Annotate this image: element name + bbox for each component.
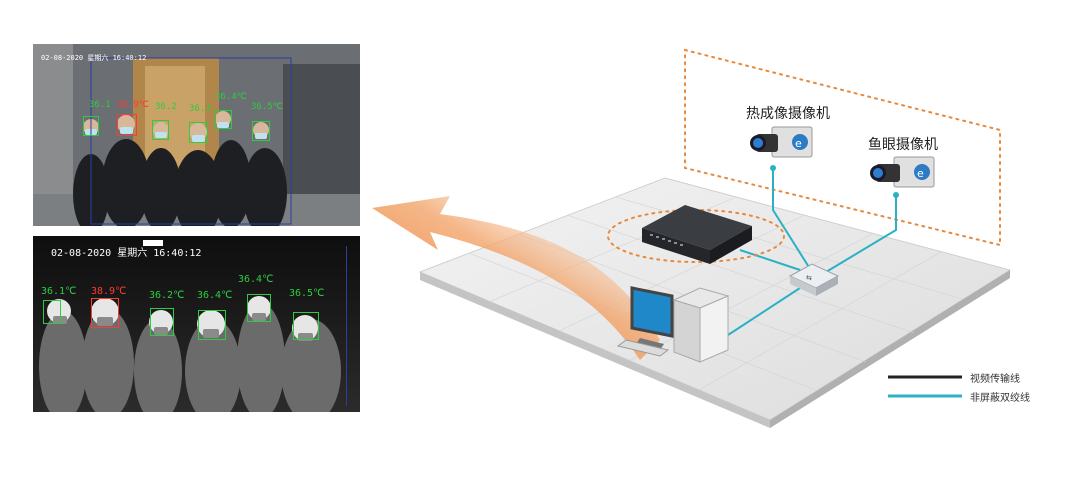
face-detection-box	[252, 121, 270, 141]
face-detection-box-alert	[117, 114, 137, 136]
timestamp-overlay: 02-08-2020 星期六 16:40:12	[51, 248, 202, 259]
temperature-reading: 36.4℃	[238, 274, 274, 285]
cable-pc	[727, 287, 801, 336]
face-detection-box	[189, 122, 208, 143]
fisheye-camera: e	[870, 156, 935, 188]
timestamp-overlay: 02-08-2020 星期六 16:40:12	[41, 54, 147, 62]
face-detection-box	[293, 312, 319, 340]
thermal-camera-label: 热成像摄像机	[746, 106, 830, 122]
visible-light-camera-view: 02-08-2020 星期六 16:40:12 36.1 38.9℃ 36.2 …	[33, 44, 360, 226]
svg-text:e: e	[917, 167, 924, 180]
thermal-camera-view: 02-08-2020 星期六 16:40:12 36.1℃ 38.9℃ 36.2…	[33, 236, 360, 412]
face-detection-box	[247, 294, 271, 322]
temperature-reading: 36.2℃	[149, 290, 185, 301]
thermal-camera: e	[750, 126, 813, 158]
visible-scene-illustration	[33, 44, 360, 226]
camera-zone-outline	[684, 48, 1001, 247]
temperature-reading: 36.5℃	[251, 102, 283, 112]
face-detection-box	[150, 308, 174, 336]
thermal-scene-illustration	[33, 236, 360, 412]
legend-label-twisted-pair: 非屏蔽双绞线	[970, 393, 1030, 404]
face-detection-box	[215, 110, 232, 129]
nvr-recorder	[642, 205, 752, 264]
cable-thermal	[772, 168, 813, 273]
temperature-reading: 36.2	[155, 102, 177, 112]
face-detection-box	[198, 310, 226, 340]
face-detection-box	[152, 120, 169, 140]
face-detection-box	[43, 300, 61, 324]
temperature-reading-alert: 38.9℃	[117, 100, 149, 110]
temperature-reading: 36.1	[89, 100, 111, 110]
svg-text:⇆: ⇆	[806, 274, 812, 282]
temperature-reading: 36.4℃	[197, 290, 233, 301]
temperature-reading: 36.5℃	[289, 288, 325, 299]
network-switch: ⇆	[788, 263, 840, 296]
face-detection-box	[83, 116, 99, 136]
legend-label-video-cable: 视频传输线	[970, 374, 1020, 385]
fisheye-camera-label: 鱼眼摄像机	[868, 137, 938, 153]
temperature-reading: 36.1℃	[41, 286, 77, 297]
cable-fisheye	[825, 195, 897, 273]
face-detection-box-alert	[91, 298, 119, 328]
temperature-reading-alert: 38.9℃	[91, 286, 127, 297]
temperature-reading: 36.4℃	[215, 92, 247, 102]
temperature-reading: 36.4	[189, 104, 211, 114]
svg-text:e: e	[795, 137, 802, 150]
cable-nvr	[739, 249, 801, 271]
computer	[616, 286, 730, 363]
